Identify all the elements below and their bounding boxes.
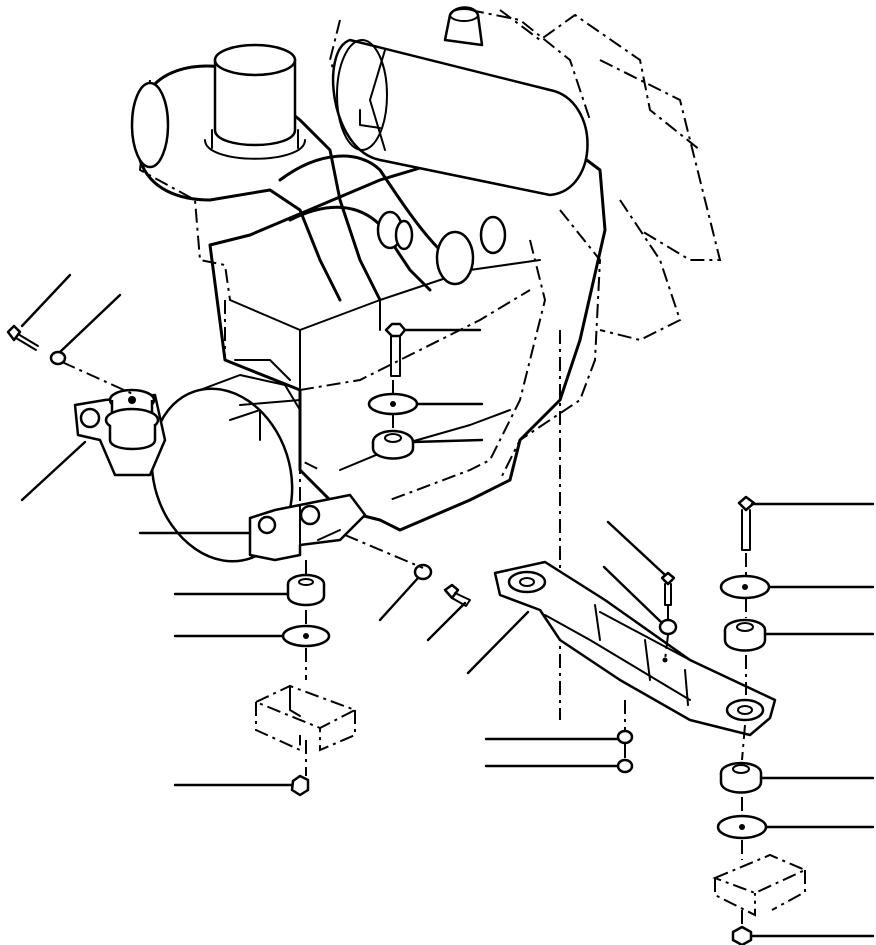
- nut-under-cross-member-1: [616, 729, 634, 745]
- washer-upper-center: [367, 392, 419, 416]
- washer-lower-left: [281, 624, 331, 648]
- support-clip-right: [712, 853, 808, 917]
- leader-nut-top-left: [58, 293, 122, 354]
- isolator-upper-center: [371, 429, 415, 460]
- hose-clamps: [376, 210, 507, 286]
- isolator-lower-left: [286, 573, 326, 607]
- hardware-parts: [6, 322, 808, 945]
- front-bracket: [73, 388, 167, 477]
- leader-nut-center: [378, 576, 420, 622]
- leader-bolt-center: [426, 601, 467, 642]
- engine-assembly: [73, 6, 722, 720]
- callout-leaders: [20, 273, 875, 938]
- nut-cross-member: [658, 618, 678, 636]
- nut-top-left: [49, 350, 67, 366]
- assembly-centerlines: [61, 361, 747, 927]
- frame-cross-member: [493, 560, 777, 737]
- bolt-upper-center: [384, 322, 407, 377]
- air-cleaner: [331, 6, 589, 197]
- cross-member-mount-hole-rear: [725, 698, 765, 722]
- nut-right-bottom: [731, 925, 753, 945]
- bolt-center: [443, 583, 471, 607]
- bolt-cross-member: [660, 571, 676, 606]
- nut-center: [413, 563, 433, 581]
- oil-filter: [204, 43, 306, 160]
- leader-front-bracket: [20, 440, 87, 502]
- bolt-top-left: [6, 324, 39, 351]
- leader-bolt-top-left: [20, 273, 72, 328]
- washer-right-upper: [719, 574, 771, 600]
- leader-nut-cross-member: [602, 565, 664, 625]
- intake-pipe-mouth: [130, 81, 170, 169]
- leader-bolt-cross-member: [606, 520, 666, 576]
- nut-lower-left: [290, 774, 310, 797]
- side-bracket: [248, 493, 367, 562]
- leader-isolator-upper-center: [411, 438, 484, 444]
- nut-under-cross-member-2: [616, 758, 634, 774]
- cross-member-mount-hole-front: [507, 570, 547, 594]
- washer-right-lower: [716, 814, 768, 840]
- isolator-right-upper: [723, 618, 767, 652]
- leader-cross-member: [466, 610, 530, 675]
- isolator-right-lower: [719, 761, 763, 794]
- support-clip-left: [253, 684, 358, 752]
